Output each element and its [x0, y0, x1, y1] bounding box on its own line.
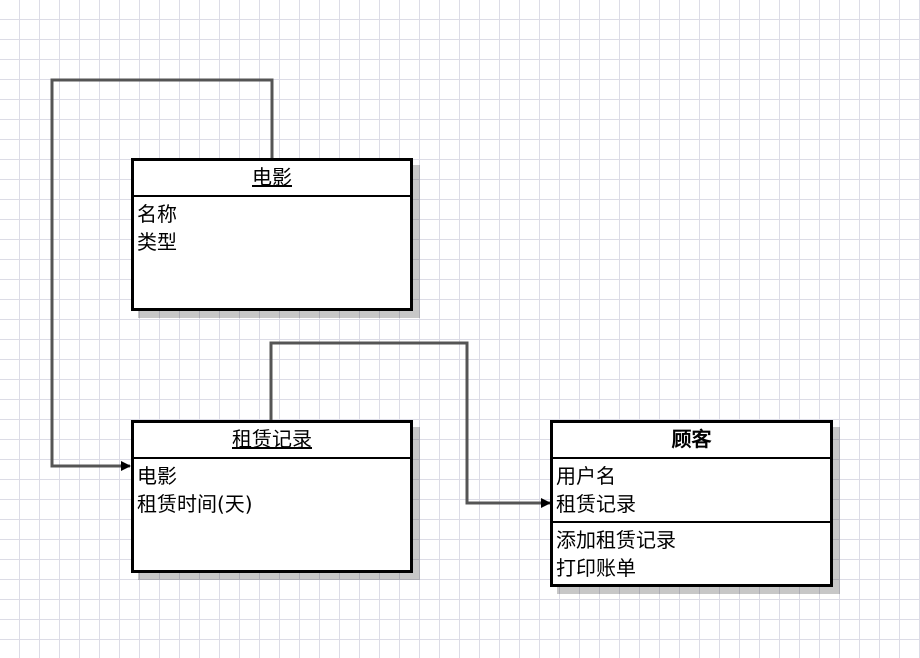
methods-section: 添加租赁记录 打印账单 [553, 521, 830, 585]
class-title: 顾客 [671, 427, 712, 451]
connector-movie-to-rental[interactable] [50, 78, 274, 471]
attribute: 用户名 [556, 464, 616, 488]
attributes-section: 用户名 租赁记录 [553, 459, 830, 521]
class-box-rental[interactable]: 租赁记录 电影 租赁时间(天) [131, 420, 413, 573]
method: 打印账单 [556, 556, 636, 580]
connector-rental-to-customer[interactable] [269, 341, 551, 508]
method: 添加租赁记录 [556, 528, 676, 552]
attribute: 租赁时间(天) [137, 492, 253, 516]
class-name-movie: 电影 [134, 161, 410, 197]
attributes-section: 名称 类型 [134, 197, 410, 259]
attribute: 名称 [137, 202, 177, 226]
class-name-customer: 顾客 [553, 423, 830, 459]
attribute: 类型 [137, 230, 177, 254]
attribute: 电影 [137, 464, 177, 488]
class-title: 电影 [252, 165, 292, 189]
class-name-rental: 租赁记录 [134, 423, 410, 459]
attribute: 租赁记录 [556, 492, 636, 516]
class-box-customer[interactable]: 顾客 用户名 租赁记录 添加租赁记录 打印账单 [550, 420, 833, 587]
attributes-section: 电影 租赁时间(天) [134, 459, 410, 521]
class-title: 租赁记录 [232, 427, 312, 451]
class-box-movie[interactable]: 电影 名称 类型 [131, 158, 413, 311]
